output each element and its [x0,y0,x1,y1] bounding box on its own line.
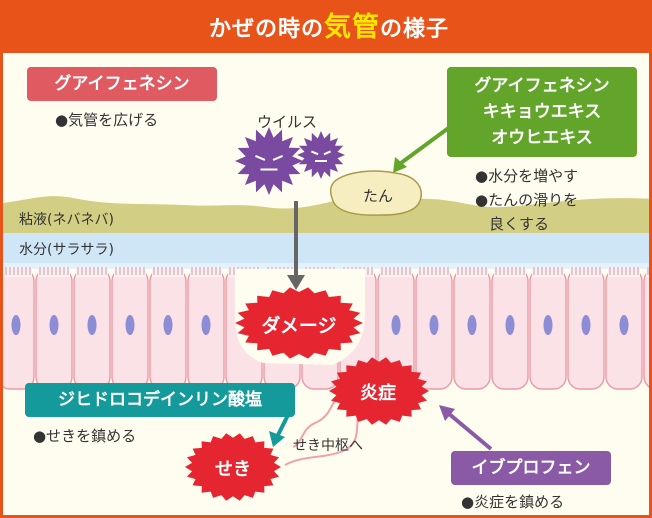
cough-center-label: せき中枢へ [293,438,363,454]
cilia-band [608,267,640,277]
inflammation-label: 炎症 [360,383,396,404]
cell-nucleus [87,315,97,335]
cell-nucleus [125,315,135,335]
cell-nucleus [49,315,59,335]
combo-effect-3: 良くする [489,215,550,233]
phlegm-label: たん [363,187,394,205]
title-highlight: 気管 [324,12,380,43]
damage-label: ダメージ [261,315,337,337]
cell-nucleus [581,315,591,335]
virus-large-eye-l [255,154,266,161]
guaifenesin-effect: ●気管を広げる [55,111,159,129]
cough-label: せき [215,459,251,480]
title-pre: かぜの時の [208,17,324,42]
water-layer [3,233,649,267]
ibuprofen-effect: ●炎症を鎮める [461,493,565,511]
virus-small-body [297,131,345,179]
mucus-label: 粘液(ネバネバ) [19,212,114,228]
cilia-band [190,267,222,277]
phlegm-blob [329,170,422,216]
cilia-band [646,267,649,277]
cell-nucleus [163,315,173,335]
cilia-band [418,267,450,277]
virus-small-eye-r [323,150,331,156]
combo-effect-1: ●水分を増やす [475,167,579,185]
combo-tag: グアイフェネシン キキョウエキス オウヒエキス [447,67,637,157]
cell-nucleus [11,315,21,335]
cell-nucleus [619,315,629,335]
cilia-band [76,267,108,277]
cough-burst [185,433,281,501]
cell-nucleus [505,315,515,335]
virus-small-eye-l [311,150,319,156]
title-post: の様子 [380,17,450,42]
dihydrocodeine-tag: ジヒドロコデインリン酸塩 [25,383,295,417]
cell-nucleus [429,315,439,335]
virus-small [297,131,345,179]
mucus-layer [3,196,649,235]
inflammation-burst [329,357,429,425]
airway-illustration [3,119,649,501]
combo-line-3: オウヒエキス [491,128,593,148]
damage-burst [235,287,363,359]
cilia-band [570,267,602,277]
cell [643,270,649,388]
virus-label: ウイルス [257,113,318,131]
guaifenesin-tag: グアイフェネシン [27,67,217,101]
cilia-band [380,267,412,277]
ibuprofen-arrow [446,411,493,451]
cilia-band [38,267,70,277]
water-label: 水分(サラサラ) [19,242,114,258]
ibuprofen-tag: イブプロフェン [451,451,611,485]
virus-large [235,127,303,195]
cilia-band [114,267,146,277]
combo-line-2: キキョウエキス [482,102,602,122]
dihydrocodeine-effect: ●せきを鎮める [33,427,137,445]
title-bar: かぜの時の気管の様子 [3,3,649,53]
cell-nucleus [391,315,401,335]
cilia-band [456,267,488,277]
combo-line-1: グアイフェネシン [474,76,610,96]
virus-large-body [235,127,303,195]
virus-large-eye-r [272,154,283,161]
cilia-band [152,267,184,277]
combo-effect-2: ●たんの滑りを [475,191,579,209]
cilia-band [532,267,564,277]
cell-nucleus [543,315,553,335]
cilia-band [494,267,526,277]
cell-nucleus [467,315,477,335]
cell-nucleus [201,315,211,335]
